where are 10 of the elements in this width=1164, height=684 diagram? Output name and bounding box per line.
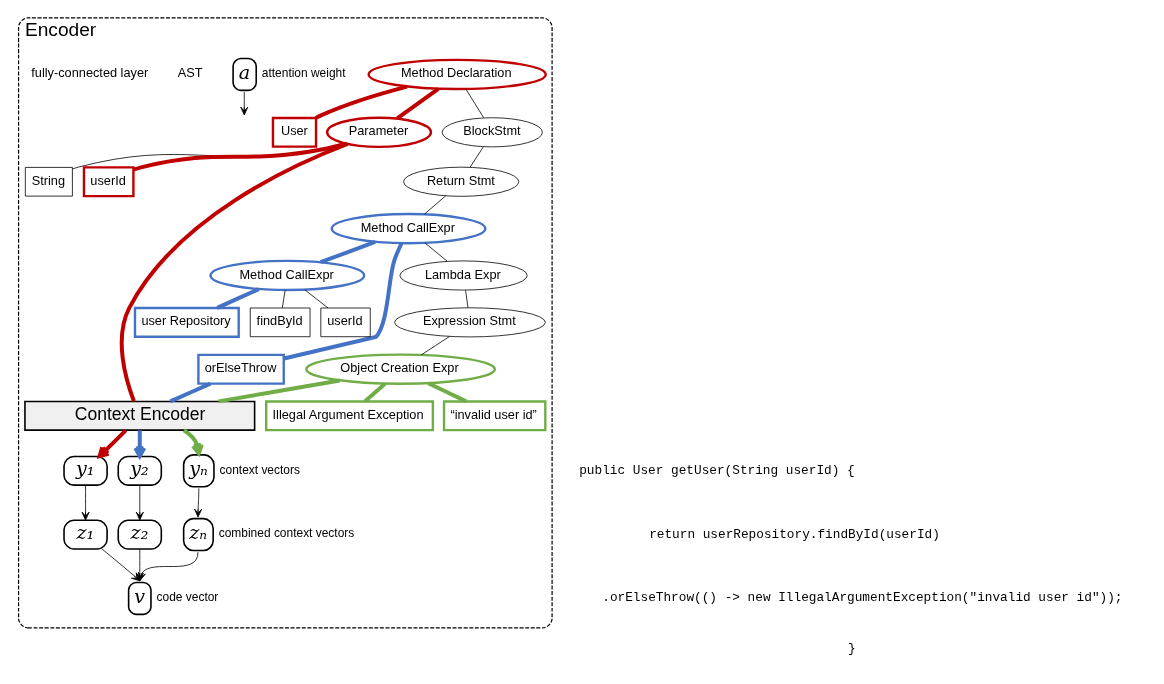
label: fully-connected layer xyxy=(31,65,149,81)
node-label: attention weight xyxy=(261,66,346,81)
label: .orElseThrow(() -> new IllegalArgumentException("invalid user id")); xyxy=(602,590,1123,606)
label: AST xyxy=(177,65,203,81)
label: return userRepository.findById(userId) xyxy=(649,526,940,542)
node-label: combined context vectors xyxy=(218,526,355,541)
node-label: context vectors xyxy=(219,462,300,477)
label: public User getUser(String userId) { xyxy=(579,462,855,478)
label: } xyxy=(847,641,856,657)
node-label: code vector xyxy=(156,590,219,605)
